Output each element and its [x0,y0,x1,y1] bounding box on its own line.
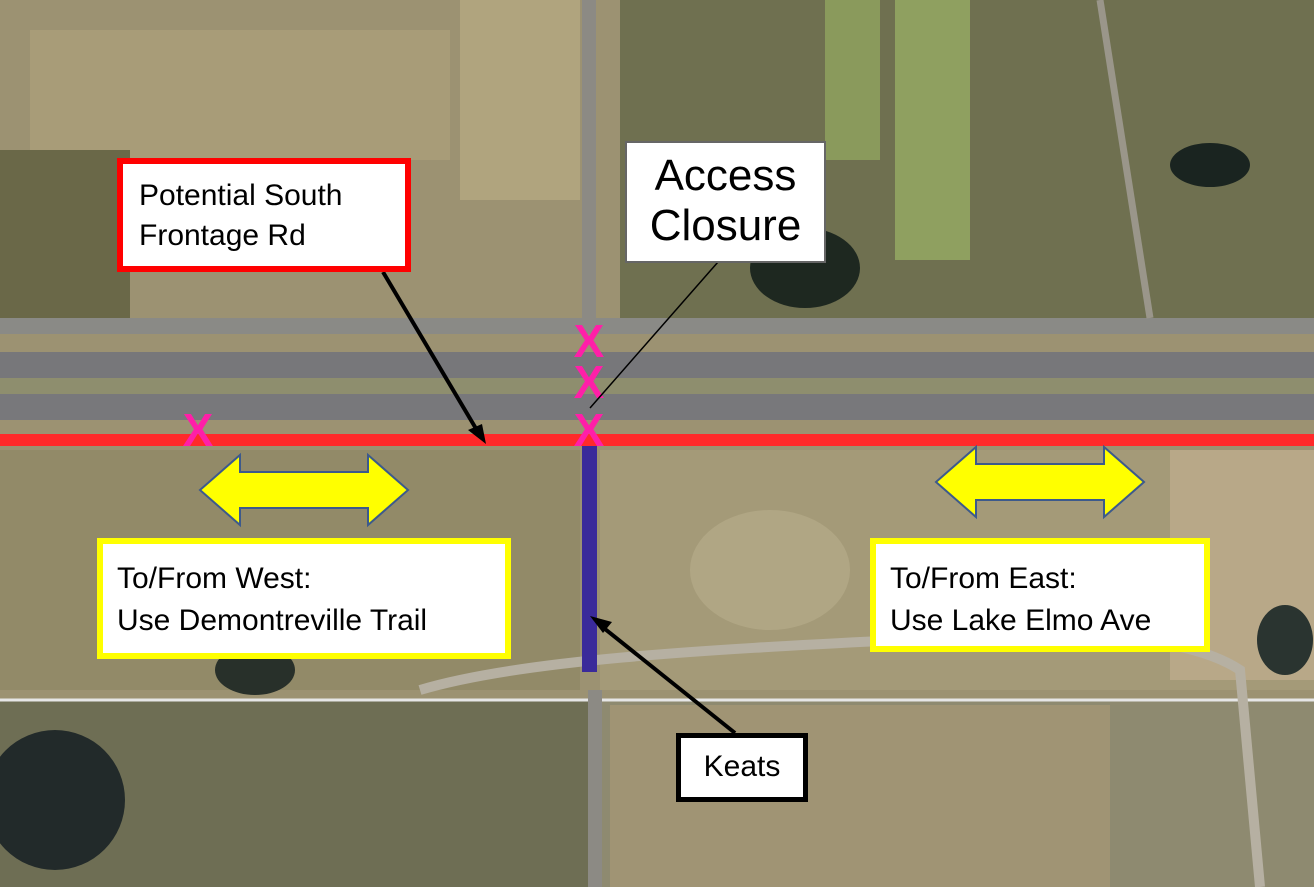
double-arrow-icon [934,444,1146,520]
fairway-2 [825,0,880,160]
pointer-arrow-icon [598,623,737,735]
woods-northwest [0,150,130,320]
pointer-arrow-icon [590,616,612,633]
pointer-arrow-icon [468,424,486,444]
frontage-callout-line2: Frontage Rd [139,219,306,252]
keats-label: Keats [703,750,781,783]
closure-x-icon: X [574,356,605,408]
highway-westbound [0,394,1314,420]
field-northwest [30,30,450,160]
frontage-callout-line1: Potential South [139,179,343,212]
road-north-crossing [582,0,596,320]
pointer-arrow-icon [589,261,719,409]
closure-x-icon: X [574,315,605,367]
access-callout-line2: Closure [649,201,802,250]
west-callout-line1: To/From West: [117,562,312,595]
east-callout-line2: Use Lake Elmo Ave [890,604,1152,637]
keats-road-line [582,446,597,672]
road-south [588,690,602,887]
east-callout-line1: To/From East: [890,562,1077,595]
lake-southwest [0,730,125,870]
pointer-arrow-icon [381,270,480,434]
frontage-road-callout: Potential South Frontage Rd [117,158,411,272]
east-route-callout: To/From East: Use Lake Elmo Ave [870,538,1210,652]
closure-x-icon: X [183,404,214,456]
frontage-road-line [0,434,1314,446]
access-callout-line1: Access [654,151,797,200]
access-closure-callout: Access Closure [625,141,826,263]
fairway [895,0,970,260]
basin [690,510,850,630]
pond-northeast [1170,143,1250,187]
keats-callout: Keats [676,733,808,802]
pond-east [1257,605,1313,675]
west-callout-line2: Use Demontreville Trail [117,604,428,637]
highway-median [0,378,1314,394]
closure-x-icon: X [574,404,605,456]
highway-eastbound [0,352,1314,378]
west-route-callout: To/From West: Use Demontreville Trail [97,538,511,659]
road-east-residential [1096,0,1154,319]
field-north-center [460,0,580,200]
double-arrow-icon [198,452,410,528]
highway-frontage-north [0,318,1314,334]
